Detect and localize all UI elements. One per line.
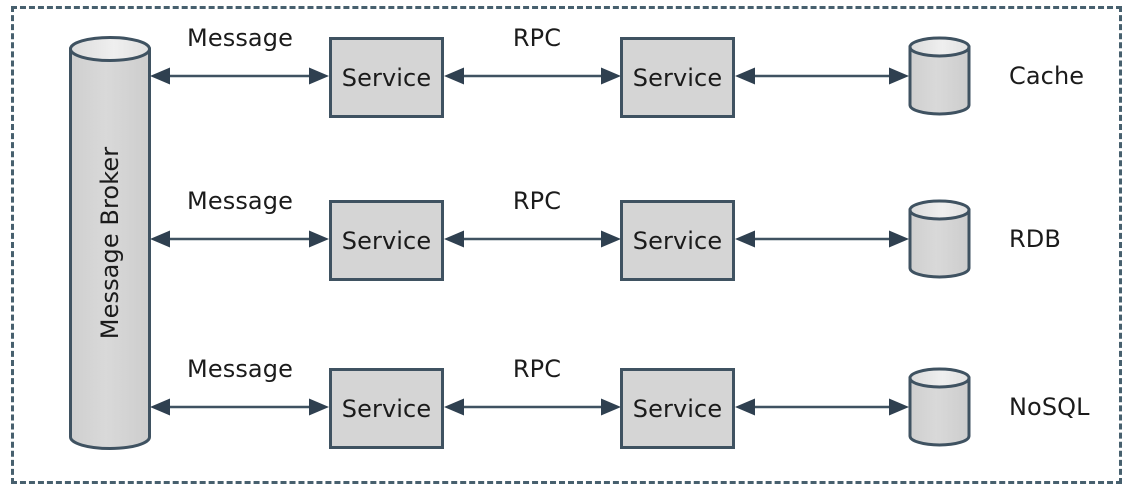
arrow-service-to-store-row-2 <box>735 227 909 251</box>
service-node-row-2-left[interactable]: Service <box>329 200 444 281</box>
arrow-service-to-service-row-2 <box>444 227 621 251</box>
arrow-service-to-service-row-3 <box>444 395 621 419</box>
datastore-label-cache: Cache <box>1009 62 1085 90</box>
message-broker-label: Message Broker <box>96 146 124 340</box>
service-node-row-1-left[interactable]: Service <box>329 37 444 118</box>
datastore-node-cache[interactable] <box>908 36 971 116</box>
edge-label-rpc-row-1: RPC <box>512 24 562 52</box>
edge-label-message-row-2: Message <box>187 187 293 215</box>
system-boundary <box>11 6 1122 484</box>
edge-label-message-row-1: Message <box>187 24 293 52</box>
arrow-service-to-store-row-3 <box>735 395 909 419</box>
datastore-label-nosql: NoSQL <box>1009 393 1090 421</box>
edge-label-rpc-row-2: RPC <box>512 187 562 215</box>
edge-label-message-row-3: Message <box>187 355 293 383</box>
arrow-broker-to-service-row-1 <box>150 64 329 88</box>
datastore-node-nosql[interactable] <box>908 367 971 447</box>
arrow-broker-to-service-row-3 <box>150 395 329 419</box>
service-node-row-3-left[interactable]: Service <box>329 368 444 449</box>
arrow-service-to-store-row-1 <box>735 64 909 88</box>
edge-label-rpc-row-3: RPC <box>512 355 562 383</box>
service-node-row-2-right[interactable]: Service <box>620 200 735 281</box>
service-node-row-3-right[interactable]: Service <box>620 368 735 449</box>
message-broker-cylinder-shape <box>68 36 152 450</box>
datastore-node-rdb[interactable] <box>908 199 971 279</box>
arrow-service-to-service-row-1 <box>444 64 621 88</box>
datastore-label-rdb: RDB <box>1009 225 1061 253</box>
message-broker-node[interactable]: Message Broker <box>68 36 152 450</box>
arrow-broker-to-service-row-2 <box>150 227 329 251</box>
service-node-row-1-right[interactable]: Service <box>620 37 735 118</box>
